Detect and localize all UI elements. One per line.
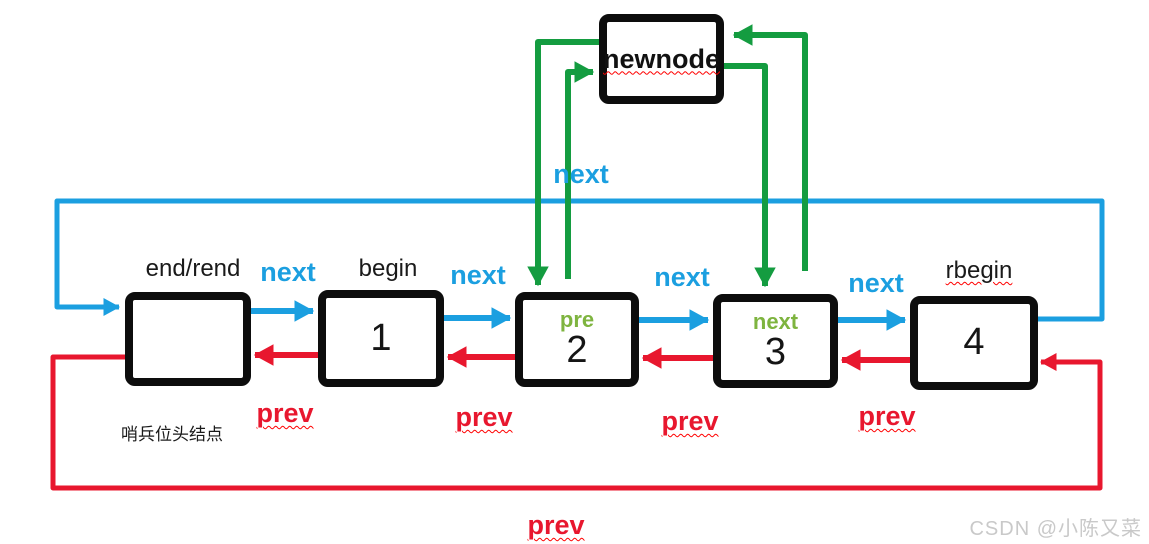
prev-edge-label-2: prev xyxy=(661,406,719,436)
watermark-text: CSDN @小陈又菜 xyxy=(969,518,1142,540)
node3-pointer-label: next xyxy=(752,308,799,334)
newnode-to-node2-edge xyxy=(527,39,600,287)
node2-to-newnode-edge xyxy=(565,61,595,279)
node-box-1: 1 xyxy=(318,290,444,387)
node-value: 1 xyxy=(370,316,392,359)
node3-to-newnode-edge xyxy=(732,24,808,271)
next-edge-label-3: next xyxy=(848,268,904,298)
loop-prev-edge xyxy=(50,352,1103,491)
node-box-2: pre 2 xyxy=(515,292,639,387)
newnode-to-node3-edge xyxy=(723,63,776,288)
loop-next-label: next xyxy=(553,159,609,189)
next-edge-label-1: next xyxy=(450,260,506,290)
loop-prev-label: prev xyxy=(527,510,585,540)
label-sentinel-caption: 哨兵位头结点 xyxy=(121,425,223,444)
node-value: 2 xyxy=(566,329,588,372)
label-rbegin: rbegin xyxy=(945,257,1013,284)
prev-edge-label-3: prev xyxy=(858,401,916,431)
next-edge-label-2: next xyxy=(654,262,710,292)
node-box-sentinel xyxy=(125,292,251,386)
node-value: 4 xyxy=(963,321,985,364)
node-box-3: next 3 xyxy=(713,294,838,388)
prev-edge-label-0: prev xyxy=(256,398,314,428)
node-box-4: 4 xyxy=(910,296,1038,390)
newnode-label: newnode xyxy=(603,43,721,74)
label-end-rend: end/rend xyxy=(145,255,241,282)
newnode-box: newnode xyxy=(599,14,724,104)
node2-pointer-label: pre xyxy=(559,307,595,332)
node-value: 3 xyxy=(764,330,787,373)
label-begin: begin xyxy=(358,255,418,282)
next-edge-label-0: next xyxy=(260,257,316,287)
loop-next-edge xyxy=(54,198,1105,322)
prev-edge-label-1: prev xyxy=(455,402,513,432)
